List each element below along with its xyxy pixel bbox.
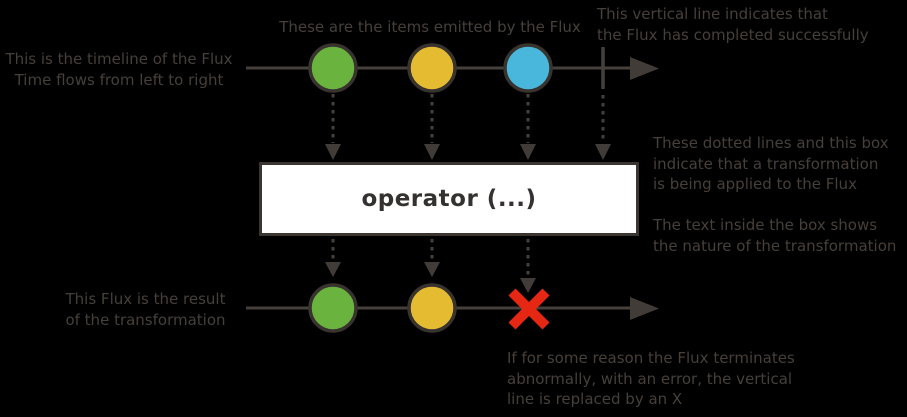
dashed-arrowhead-icon [424, 262, 440, 277]
dashed-arrowhead-icon [325, 144, 341, 160]
annotation-completion: This vertical line indicates that the Fl… [597, 5, 869, 44]
error-x-icon [508, 288, 550, 330]
dashed-arrowhead-icon [325, 262, 341, 277]
annotation-items: These are the items emitted by the Flux [279, 18, 581, 36]
result-marble-yellow [407, 283, 457, 333]
result-timeline-arrowhead-icon [630, 297, 659, 320]
source-marble-yellow [407, 43, 457, 93]
annotation-timeline: This is the timeline of the Flux Time fl… [5, 50, 233, 89]
dashed-arrowhead-icon [424, 144, 440, 160]
source-timeline-arrowhead-icon [630, 57, 659, 80]
annotation-transformation: These dotted lines and this box indicate… [653, 134, 897, 255]
dashed-arrowhead-icon [520, 278, 536, 293]
source-marble-blue [503, 43, 553, 93]
operator-box-label: operator (...) [361, 186, 537, 212]
annotation-error: If for some reason the Flux terminates a… [507, 349, 795, 408]
dashed-arrowhead-icon [595, 144, 611, 160]
source-marble-green [308, 43, 358, 93]
result-marble-green [308, 283, 358, 333]
annotation-result: This Flux is the result of the transform… [65, 290, 226, 329]
dashed-arrowhead-icon [520, 144, 536, 160]
operator-box: operator (...) [259, 162, 639, 236]
